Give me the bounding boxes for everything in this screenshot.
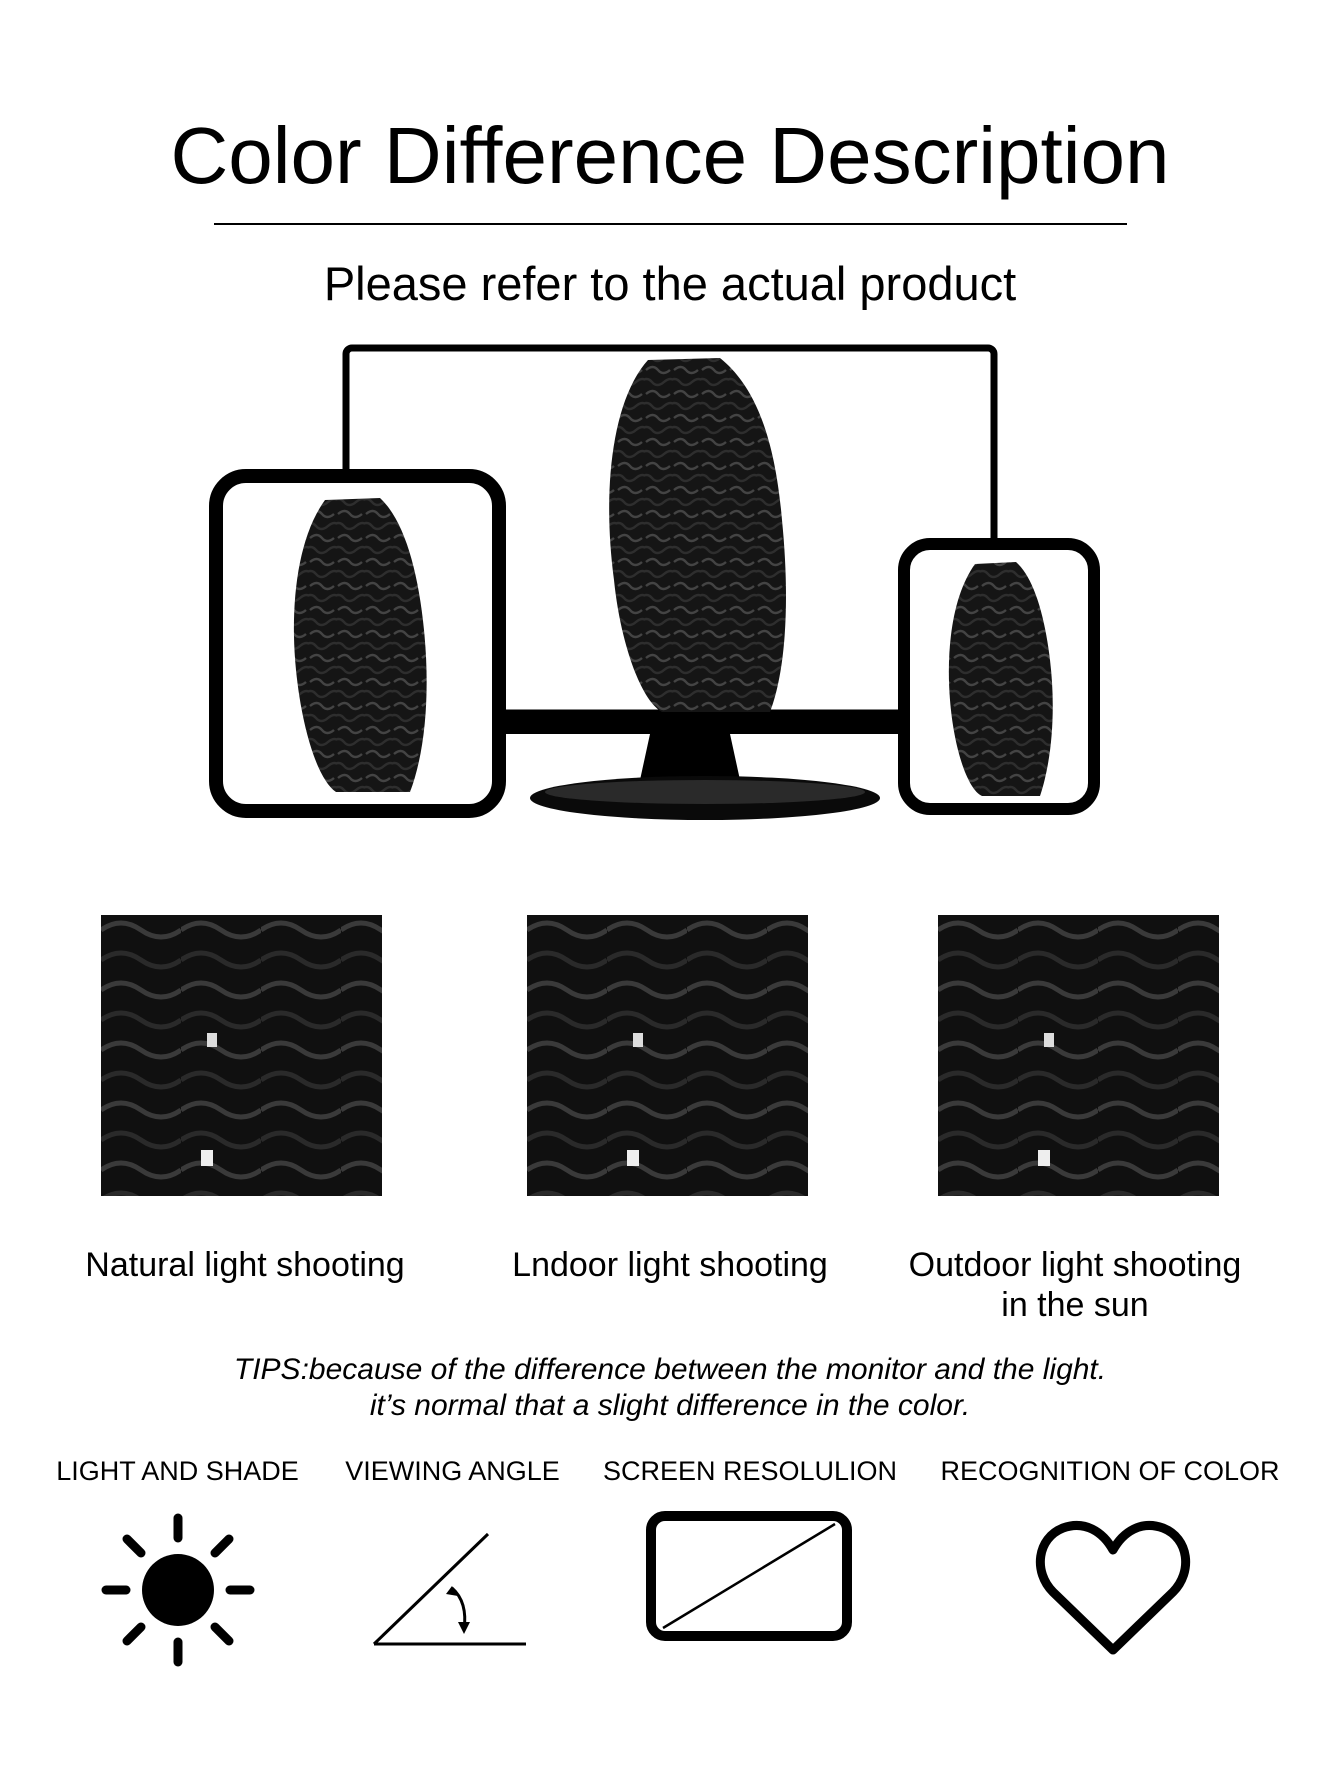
title-divider [214, 223, 1127, 225]
caption-indoor-light: Lndoor light shooting [512, 1246, 828, 1284]
caption-natural-light: Natural light shooting [85, 1246, 405, 1284]
factor-label-color-recognition: RECOGNITION OF COLOR [940, 1456, 1280, 1486]
page-subtitle: Please refer to the actual product [323, 257, 1017, 310]
monitor-hair-image [609, 358, 786, 712]
tips-line-2: it’s normal that a slight difference in … [369, 1389, 971, 1422]
swatch-indoor-light [527, 915, 808, 1196]
caption-outdoor-light: Outdoor light shooting in the sun [908, 1246, 1242, 1324]
angle-icon [372, 1532, 526, 1646]
swatch-natural-light [101, 915, 382, 1196]
swatch-outdoor-light [938, 915, 1219, 1196]
tablet-hair-image [293, 498, 427, 792]
tips-note: TIPS:because of the difference between t… [0, 1352, 1340, 1424]
sun-icon [101, 1513, 255, 1667]
screen-icon [646, 1511, 852, 1641]
page-title: Color Difference Description [170, 111, 1170, 200]
heart-icon [1035, 1520, 1191, 1655]
factor-label-light-shade: LIGHT AND SHADE [56, 1456, 299, 1486]
devices-illustration [209, 344, 1100, 820]
factor-label-viewing-angle: VIEWING ANGLE [345, 1456, 560, 1486]
phone-hair-image [948, 562, 1053, 796]
factor-label-screen-resolution: SCREEN RESOLULION [602, 1456, 898, 1486]
tips-line-1: TIPS:because of the difference between t… [233, 1353, 1107, 1386]
